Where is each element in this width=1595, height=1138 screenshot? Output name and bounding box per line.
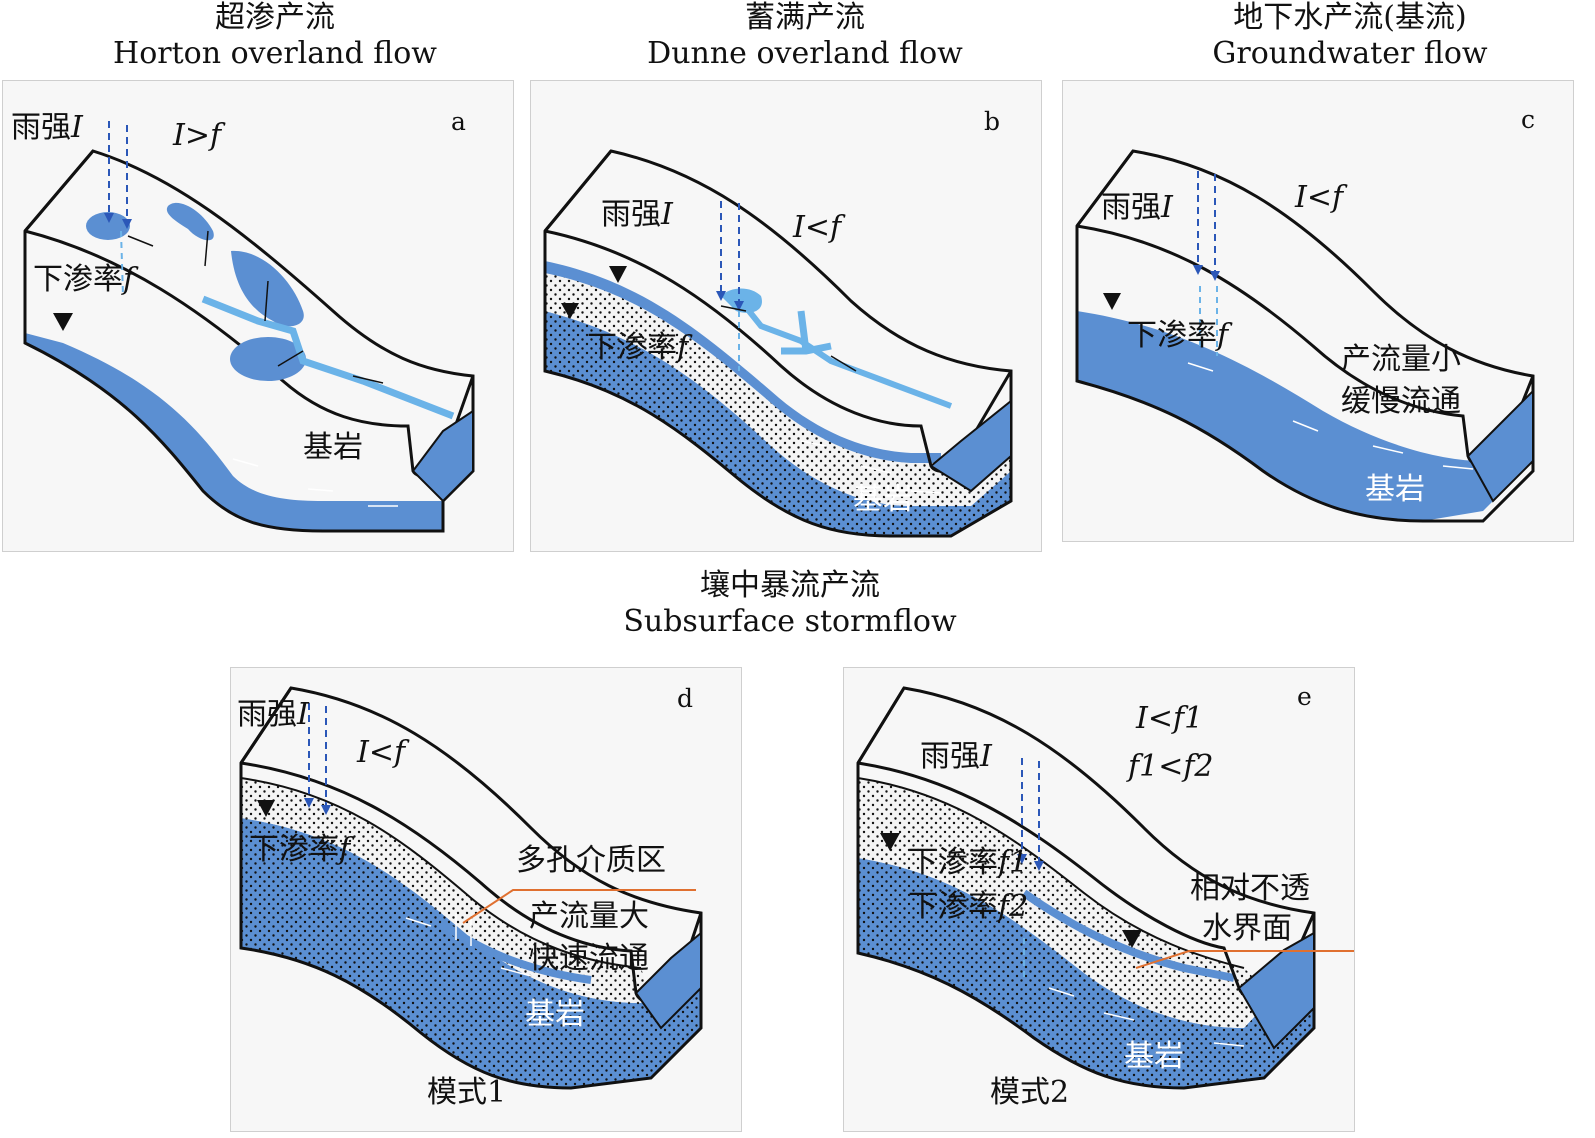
panel-d-rain-label: 雨强I (237, 698, 309, 732)
panel-d-mode-label: 模式1 (427, 1075, 507, 1110)
panel-d-infiltration-symbol: f (339, 832, 351, 867)
panel-e: e 雨强I I<f1 f1<f2 下渗率f1 下渗率f2 相对不透 水界面 基岩… (843, 667, 1355, 1132)
title-de-en: Subsurface stormflow (623, 604, 957, 639)
panel-a-condition: I>f (173, 118, 222, 153)
panel-b-rain-text: 雨强 (601, 197, 661, 232)
panel-a-infiltration-symbol: f (123, 262, 135, 297)
panel-c-note-1: 产流量小 (1341, 342, 1461, 377)
title-a-en: Horton overland flow (113, 36, 437, 71)
panel-e-bedrock-label: 基岩 (1124, 1039, 1184, 1074)
panel-d-rain-text: 雨强 (237, 697, 297, 732)
title-b-cn: 蓄满产流 (745, 0, 865, 35)
panel-d: d 雨强I I<f 下渗率f 多孔介质区 产流量大 快速流通 基岩 模式1 (230, 667, 742, 1132)
panel-a-rain-text: 雨强 (11, 110, 71, 145)
panel-b-letter: b (984, 107, 1001, 136)
title-c: 地下水产流(基流) Groundwater flow (1160, 0, 1540, 72)
panel-c-bedrock-label: 基岩 (1365, 472, 1425, 507)
title-de-cn: 壤中暴流产流 (700, 568, 880, 603)
title-c-cn: 地下水产流(基流) (1233, 0, 1467, 35)
panel-a-rain-label: 雨强I (11, 111, 83, 145)
panel-e-rain-label: 雨强I (920, 740, 992, 774)
title-a-cn: 超渗产流 (215, 0, 335, 35)
panel-d-rain-symbol: I (297, 697, 309, 732)
panel-c: c 雨强I I<f 下渗率f 产流量小 缓慢流通 基岩 (1062, 80, 1574, 542)
panel-b-infiltration-label: 下渗率f (587, 331, 688, 365)
panel-c-rain-symbol: I (1161, 190, 1173, 225)
title-de: 壤中暴流产流 Subsurface stormflow (580, 568, 1000, 640)
panel-d-bedrock-label: 基岩 (525, 997, 585, 1032)
panel-d-condition: I<f (357, 735, 406, 770)
panel-e-infiltration-1-text: 下渗率 (908, 845, 998, 880)
panel-d-note-1: 产流量大 (529, 899, 649, 934)
panel-a-infiltration-label: 下渗率f (33, 263, 134, 297)
panel-d-note-2: 快速流通 (529, 941, 649, 976)
panel-e-condition-2: f1<f2 (1128, 749, 1214, 784)
panel-e-mode-label: 模式2 (990, 1075, 1070, 1110)
title-b: 蓄满产流 Dunne overland flow (615, 0, 995, 72)
panel-d-porous-zone-label: 多孔介质区 (516, 843, 666, 878)
panel-e-rain-text: 雨强 (920, 739, 980, 774)
panel-c-infiltration-symbol: f (1217, 318, 1229, 353)
panel-a-infiltration-text: 下渗率 (33, 262, 123, 297)
panel-b-rain-symbol: I (661, 197, 673, 232)
title-c-en: Groundwater flow (1212, 36, 1488, 71)
panel-c-condition: I<f (1295, 180, 1344, 215)
panel-e-impermeable-label-2: 水界面 (1202, 911, 1292, 946)
panel-b-infiltration-symbol: f (677, 330, 689, 365)
panel-e-condition-1: I<f1 (1136, 701, 1204, 736)
panel-a-letter: a (451, 107, 466, 136)
panel-c-infiltration-label: 下渗率f (1127, 319, 1228, 353)
panel-a-bedrock-label: 基岩 (303, 430, 363, 465)
panel-c-infiltration-text: 下渗率 (1127, 318, 1217, 353)
title-a: 超渗产流 Horton overland flow (95, 0, 455, 72)
panel-c-rain-text: 雨强 (1101, 190, 1161, 225)
panel-e-infiltration-2-symbol: f2 (998, 889, 1029, 924)
panel-c-note-2: 缓慢流通 (1341, 384, 1461, 419)
panel-e-infiltration-1-label: 下渗率f1 (908, 846, 1028, 880)
panel-c-rain-label: 雨强I (1101, 191, 1173, 225)
panel-d-diagram (239, 686, 703, 1090)
panel-a-rain-symbol: I (71, 110, 83, 145)
panel-e-letter: e (1297, 682, 1312, 711)
panel-b-bedrock-label: 基岩 (853, 482, 913, 517)
panel-e-infiltration-2-text: 下渗率 (908, 889, 998, 924)
panel-c-diagram (1075, 149, 1535, 523)
panel-d-infiltration-text: 下渗率 (249, 832, 339, 867)
panel-b-diagram (543, 149, 1013, 538)
panel-d-letter: d (677, 684, 694, 713)
panel-b-condition: I<f (793, 210, 842, 245)
panel-a: a 雨强I I>f 下渗率f 基岩 (2, 80, 514, 552)
panel-e-diagram (856, 686, 1354, 1090)
panel-d-infiltration-label: 下渗率f (249, 833, 350, 867)
panel-e-infiltration-2-label: 下渗率f2 (908, 890, 1028, 924)
panel-a-diagram (23, 121, 475, 533)
panel-b-rain-label: 雨强I (601, 198, 673, 232)
panel-e-rain-symbol: I (980, 739, 992, 774)
panel-b-infiltration-text: 下渗率 (587, 330, 677, 365)
panel-e-infiltration-1-symbol: f1 (998, 845, 1029, 880)
panel-c-letter: c (1521, 105, 1536, 134)
title-b-en: Dunne overland flow (647, 36, 963, 71)
panel-b: b 雨强I I<f 下渗率f 基岩 (530, 80, 1042, 552)
panel-e-impermeable-label-1: 相对不透 (1190, 871, 1310, 906)
